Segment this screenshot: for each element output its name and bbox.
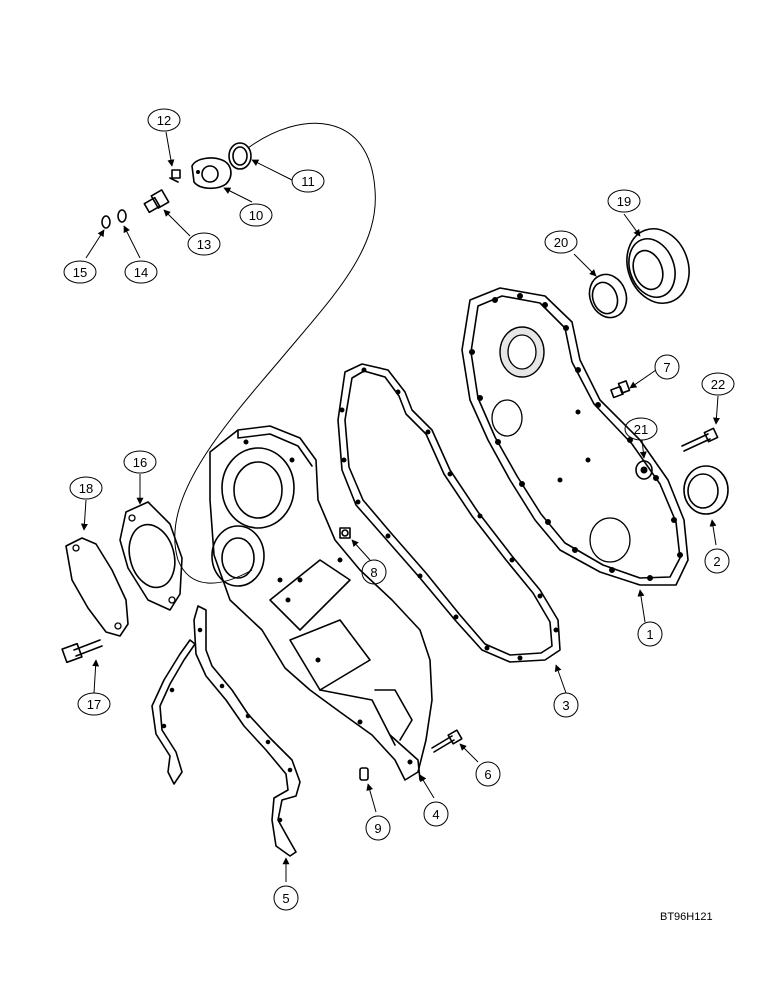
housing-gasket xyxy=(151,605,301,857)
callout-12: 12 xyxy=(147,108,181,132)
callout-10: 10 xyxy=(239,203,273,227)
callout-17: 17 xyxy=(77,692,111,716)
o-ring-15 xyxy=(101,215,111,229)
svg-text:2: 2 xyxy=(713,554,720,569)
callout-6: 6 xyxy=(475,761,501,787)
callout-5: 5 xyxy=(273,885,299,911)
callout-16: 16 xyxy=(123,450,157,474)
housing-bolt xyxy=(431,729,463,753)
callout-13: 13 xyxy=(187,232,221,256)
seal-2 xyxy=(683,465,729,515)
fitting-13 xyxy=(143,189,170,214)
screw-12 xyxy=(169,169,181,183)
svg-text:9: 9 xyxy=(374,821,381,836)
svg-text:1: 1 xyxy=(646,627,653,642)
plug-7 xyxy=(610,380,631,399)
svg-text:13: 13 xyxy=(197,237,211,252)
location-loop-line xyxy=(174,122,376,584)
svg-text:16: 16 xyxy=(133,455,147,470)
svg-text:10: 10 xyxy=(249,208,263,223)
callout-1: 1 xyxy=(637,621,663,647)
gear-housing xyxy=(209,425,433,781)
plug-8 xyxy=(339,527,351,539)
callout-3: 3 xyxy=(553,692,579,718)
gear-cover-gasket xyxy=(337,363,561,663)
o-ring-14 xyxy=(117,209,127,223)
drawing-code: BT96H121 xyxy=(660,911,713,923)
svg-text:4: 4 xyxy=(432,807,439,822)
callout-11: 11 xyxy=(291,169,325,193)
leader-lines xyxy=(80,131,720,882)
callout-9: 9 xyxy=(365,815,391,841)
bolt-22 xyxy=(681,427,719,452)
svg-text:18: 18 xyxy=(79,481,93,496)
svg-text:12: 12 xyxy=(157,113,171,128)
svg-text:3: 3 xyxy=(562,698,569,713)
svg-text:21: 21 xyxy=(634,422,648,437)
front-gear-cover xyxy=(461,287,689,586)
callout-14: 14 xyxy=(124,260,158,284)
callout-4: 4 xyxy=(423,801,449,827)
callout-21: 21 xyxy=(624,417,658,441)
svg-text:20: 20 xyxy=(554,235,568,250)
callout-22: 22 xyxy=(701,372,735,396)
bolt-17 xyxy=(61,639,103,664)
cover-gasket-16 xyxy=(119,501,183,611)
callout-19: 19 xyxy=(607,189,641,213)
callout-7: 7 xyxy=(654,354,680,380)
nut-21 xyxy=(635,460,653,480)
ring-20 xyxy=(588,273,628,319)
svg-text:6: 6 xyxy=(484,767,491,782)
svg-text:15: 15 xyxy=(73,265,87,280)
svg-text:11: 11 xyxy=(301,174,315,189)
svg-text:22: 22 xyxy=(711,377,725,392)
o-ring-11 xyxy=(228,142,252,170)
cover-plate-10 xyxy=(191,157,232,190)
svg-text:17: 17 xyxy=(87,697,101,712)
callout-18: 18 xyxy=(69,476,103,500)
callout-20: 20 xyxy=(544,230,578,254)
callout-15: 15 xyxy=(63,260,97,284)
svg-text:14: 14 xyxy=(134,265,148,280)
svg-text:19: 19 xyxy=(617,194,631,209)
svg-text:8: 8 xyxy=(370,565,377,580)
callout-2: 2 xyxy=(704,548,730,574)
svg-text:7: 7 xyxy=(663,360,670,375)
callout-8: 8 xyxy=(361,559,387,585)
cover-plate-18 xyxy=(65,537,129,637)
svg-text:5: 5 xyxy=(282,891,289,906)
dowel-pin xyxy=(359,767,369,781)
seal-19 xyxy=(626,228,690,304)
